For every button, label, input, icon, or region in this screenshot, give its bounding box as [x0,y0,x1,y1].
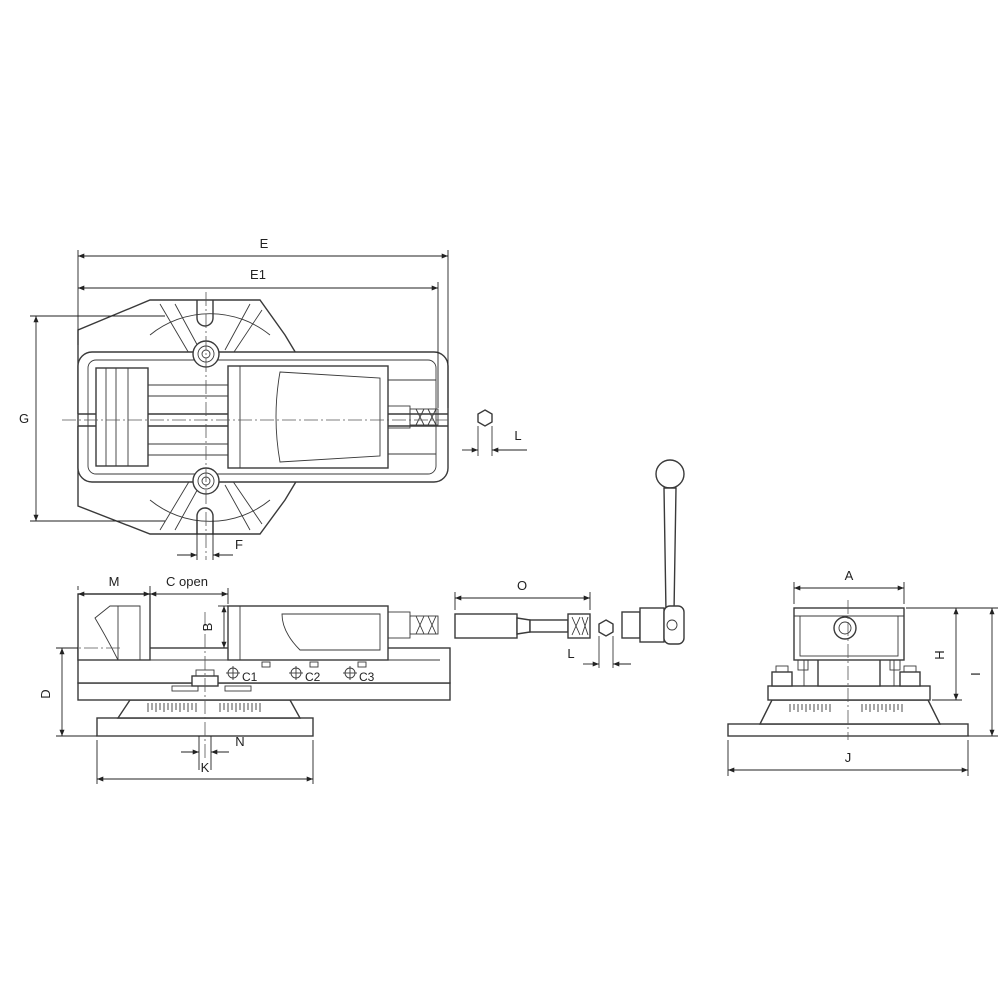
label-N: N [235,734,244,749]
label-B: B [200,623,215,632]
graduation-scale [147,703,261,712]
label-I: I [968,672,983,676]
swivel-disk-front [116,699,302,719]
front-view: C1 C2 C3 M C open B D [38,574,451,784]
vise-bed [77,682,451,701]
label-C2: C2 [305,670,321,684]
extension-bar [454,613,591,639]
fixed-jaw [95,367,149,467]
movable-jaw [227,365,389,469]
mark-C1: C1 [226,666,258,684]
label-E1: E1 [250,267,266,282]
label-H: H [932,650,947,659]
mark-C3: C3 [343,666,375,684]
label-E: E [260,236,269,251]
label-C-open: C open [166,574,208,589]
fixed-jaw-front [77,593,151,661]
mark-C2: C2 [289,666,321,684]
screw-hole-side [833,616,857,640]
label-J: J [845,750,852,765]
hex-key-top [477,409,493,427]
label-C1: C1 [242,670,258,684]
label-L-top: L [514,428,521,443]
vise-bed-side [767,685,931,701]
label-G: G [19,411,29,426]
top-view: E E1 G F L [19,236,527,560]
label-K: K [201,760,210,775]
crank-handle [621,459,685,645]
movable-jaw-front [227,605,389,661]
label-A: A [845,568,854,583]
handle-parts: O L [454,459,685,668]
swivel-disk-side [758,699,942,725]
hex-key-mid [598,619,614,637]
label-O: O [517,578,527,593]
crank-knob [655,459,685,489]
label-L-mid: L [567,646,574,661]
base-slot-bottom [196,507,214,534]
label-D: D [38,689,53,698]
label-C3: C3 [359,670,375,684]
label-M: M [109,574,120,589]
base-slot-top [196,300,214,327]
side-view: A H I J [727,568,998,776]
label-F: F [235,537,243,552]
